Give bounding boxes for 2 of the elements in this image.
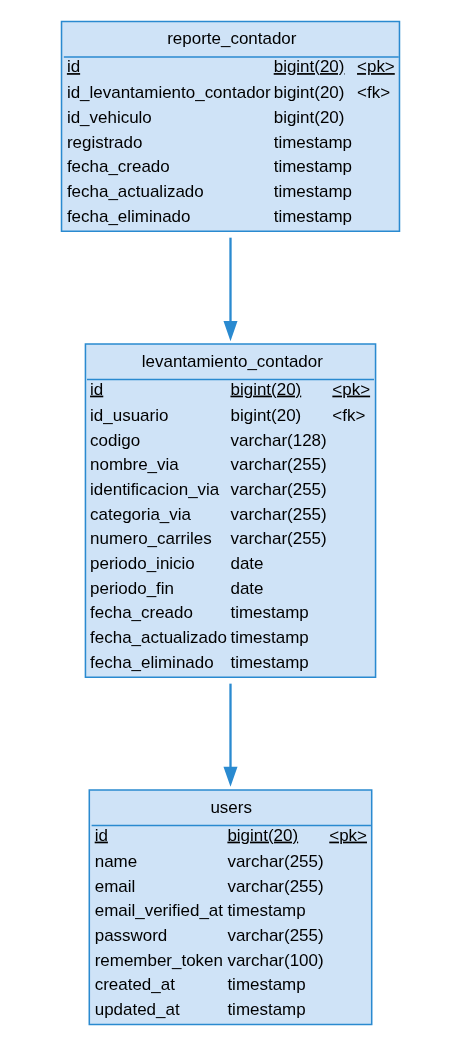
arrow	[222, 237, 238, 342]
arrow	[222, 683, 238, 787]
